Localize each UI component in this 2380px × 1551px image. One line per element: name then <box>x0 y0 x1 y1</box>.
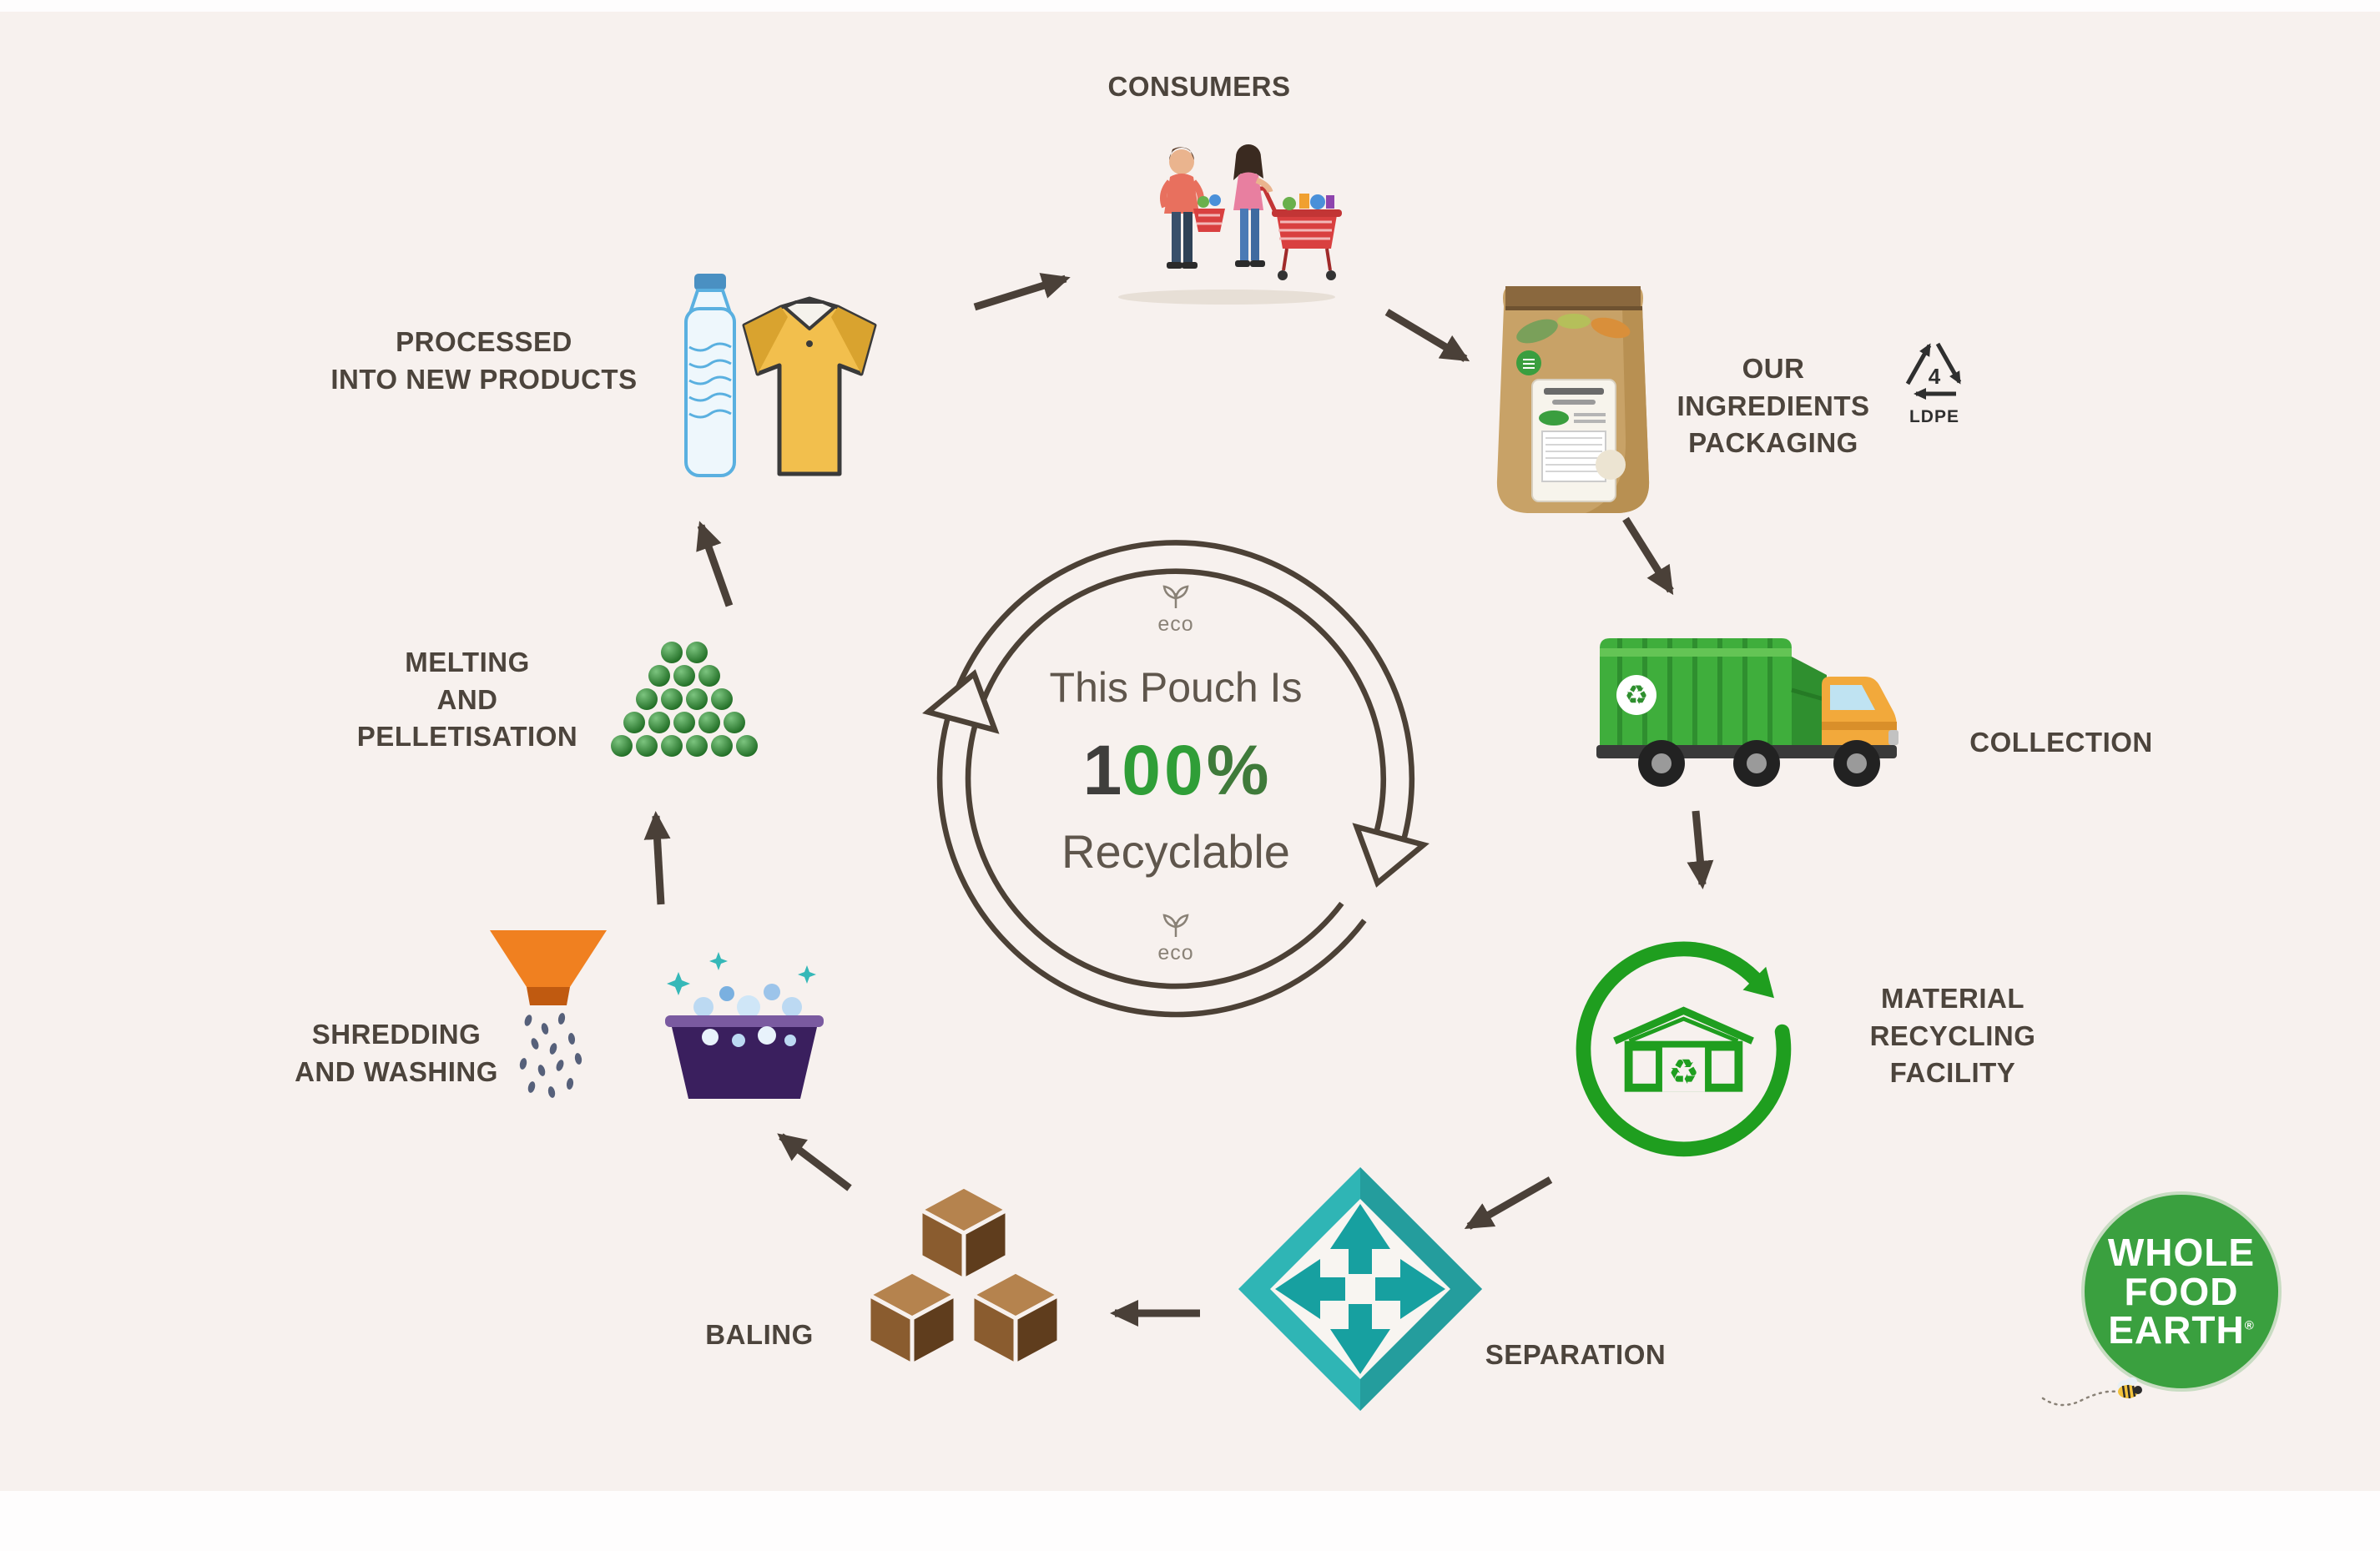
collection-label: COLLECTION <box>1969 727 2153 758</box>
arrow-shredding-to-melting <box>643 811 671 905</box>
mrf-circle-arrowhead <box>1742 966 1774 999</box>
truck-recycle-symbol: ♻ <box>1625 680 1649 710</box>
ldpe-number: 4 <box>1929 364 1941 389</box>
eco-label-top: eco <box>1157 612 1194 636</box>
logo-line3: EARTH® <box>2108 1311 2255 1350</box>
shredding-label-line1: SHREDDING <box>311 1019 482 1050</box>
top-margin <box>0 0 2380 12</box>
mrf-label-line2: RECYCLING <box>1869 1020 2036 1051</box>
bee-icon <box>2041 1377 2142 1407</box>
mrf-label: MATERIAL RECYCLING FACILITY <box>1857 980 2049 1092</box>
processed-label-line1: PROCESSED <box>396 326 572 357</box>
pouch-icon <box>1496 286 1650 513</box>
eco-sprout-icon <box>1162 585 1189 608</box>
separation-icon <box>1238 1167 1482 1411</box>
man-shopper-icon <box>1160 147 1225 269</box>
logo-line1: WHOLE <box>2107 1230 2256 1274</box>
melting-label: MELTING AND PELLETISATION <box>355 644 580 756</box>
shredder-funnel-icon <box>490 930 607 1098</box>
circular-arrows-icon <box>922 540 1430 1018</box>
eco-bottom: eco <box>900 909 1451 965</box>
melting-label-line2: AND <box>436 683 498 715</box>
ldpe-material: LDPE <box>1909 407 1959 426</box>
consumers-icon <box>1118 144 1342 305</box>
tshirt-icon <box>742 296 877 476</box>
mrf-icon: ♻ <box>1576 941 1792 1157</box>
arrow-mrf-to-separation <box>1464 1176 1553 1230</box>
arrow-processed-to-consumers <box>973 273 1071 311</box>
center-recyclable-badge: eco This Pouch Is 100% Recyclable eco <box>900 503 1451 1054</box>
washing-tub-icon <box>665 952 824 1099</box>
shredding-label-line2: AND WASHING <box>295 1055 498 1087</box>
bottom-margin <box>0 1491 2380 1551</box>
logo-line3-text: EARTH <box>2108 1308 2245 1352</box>
mrf-label-line3: FACILITY <box>1889 1057 2016 1089</box>
garbage-truck-icon: ♻ <box>1596 638 1898 787</box>
processed-label: PROCESSED INTO NEW PRODUCTS <box>325 324 643 398</box>
ldpe-recycle-symbol: 4 LDPE <box>1905 342 1962 426</box>
shredding-washing-icon <box>490 930 824 1099</box>
eco-top: eco <box>900 580 1451 637</box>
arrow-baling-to-shredding <box>777 1133 852 1191</box>
bale-cube <box>970 1269 1061 1367</box>
bale-cube <box>866 1269 958 1367</box>
water-bottle-icon <box>684 274 736 477</box>
pellets-icon <box>611 642 758 757</box>
shopping-cart-icon <box>1252 186 1342 280</box>
separation-label: SEPARATION <box>1485 1339 1667 1370</box>
packaging-label-line2: PACKAGING <box>1688 427 1858 459</box>
center-line1: This Pouch Is <box>1049 664 1303 711</box>
packaging-label-line1: OUR INGREDIENTS <box>1677 353 1870 421</box>
ring-arrowhead-right <box>1352 823 1430 888</box>
logo-line2: FOOD <box>2124 1269 2239 1313</box>
mrf-label-line1: MATERIAL <box>1880 983 2025 1014</box>
percent-zeros: 00 <box>1122 731 1207 809</box>
woman-shopper-icon <box>1233 144 1273 267</box>
arrow-packaging-to-collection <box>1622 516 1674 596</box>
arrow-melting-to-processed <box>696 521 734 607</box>
eco-label-bottom: eco <box>1157 941 1194 964</box>
eco-sprout-icon <box>1162 914 1189 937</box>
melting-label-line1: MELTING <box>405 647 530 677</box>
baling-label: BALING <box>705 1319 814 1350</box>
consumers-label: CONSUMERS <box>1107 71 1291 102</box>
center-line3: Recyclable <box>1061 825 1290 878</box>
whole-food-earth-logo: WHOLE FOOD EARTH® <box>2085 1195 2278 1388</box>
arrow-collection-to-mrf <box>1687 810 1714 889</box>
mrf-recycle-symbol: ♻ <box>1668 1053 1699 1091</box>
truck-window <box>1830 685 1875 710</box>
packaging-label: OUR INGREDIENTS PACKAGING <box>1648 350 1898 462</box>
ring-arrowhead-left <box>922 669 1000 734</box>
melting-label-line3: PELLETISATION <box>356 721 578 753</box>
bale-cube <box>918 1184 1010 1282</box>
arrow-consumers-to-packaging <box>1384 309 1470 362</box>
baling-icon <box>866 1184 1061 1367</box>
percent-one: 1 <box>1082 731 1122 809</box>
center-percent: 100% <box>900 730 1451 811</box>
percent-sign: % <box>1206 731 1269 809</box>
shredding-label: SHREDDING AND WASHING <box>280 1016 513 1090</box>
new-products-icon <box>684 274 877 477</box>
processed-label-line2: INTO NEW PRODUCTS <box>330 363 638 395</box>
registered-mark: ® <box>2244 1319 2255 1334</box>
